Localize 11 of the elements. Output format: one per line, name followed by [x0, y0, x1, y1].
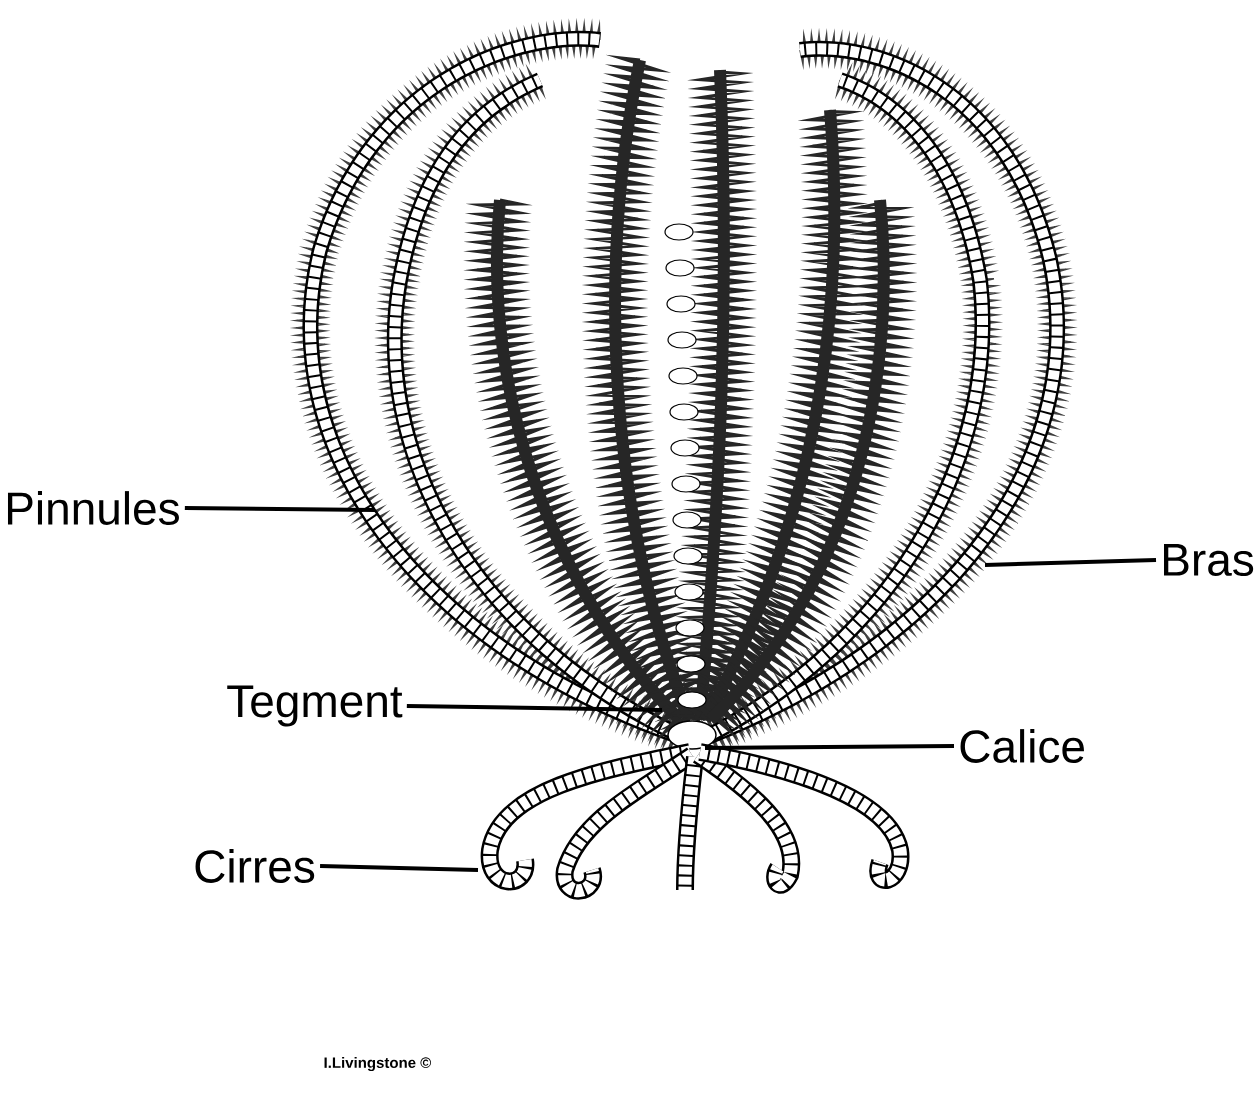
leader-line	[984, 558, 1157, 567]
leader-line	[406, 704, 663, 712]
leader-line	[320, 864, 479, 872]
part-label: Pinnules	[8, 491, 179, 525]
credit-text: I.Livingstone ©	[324, 1057, 432, 1072]
part-label: Cirres	[195, 849, 315, 883]
part-label: Calice	[960, 729, 1084, 763]
part-label: Bras	[1164, 543, 1254, 577]
leader-line	[705, 744, 955, 750]
part-label: Tegment	[227, 685, 403, 727]
leader-line	[184, 506, 376, 512]
